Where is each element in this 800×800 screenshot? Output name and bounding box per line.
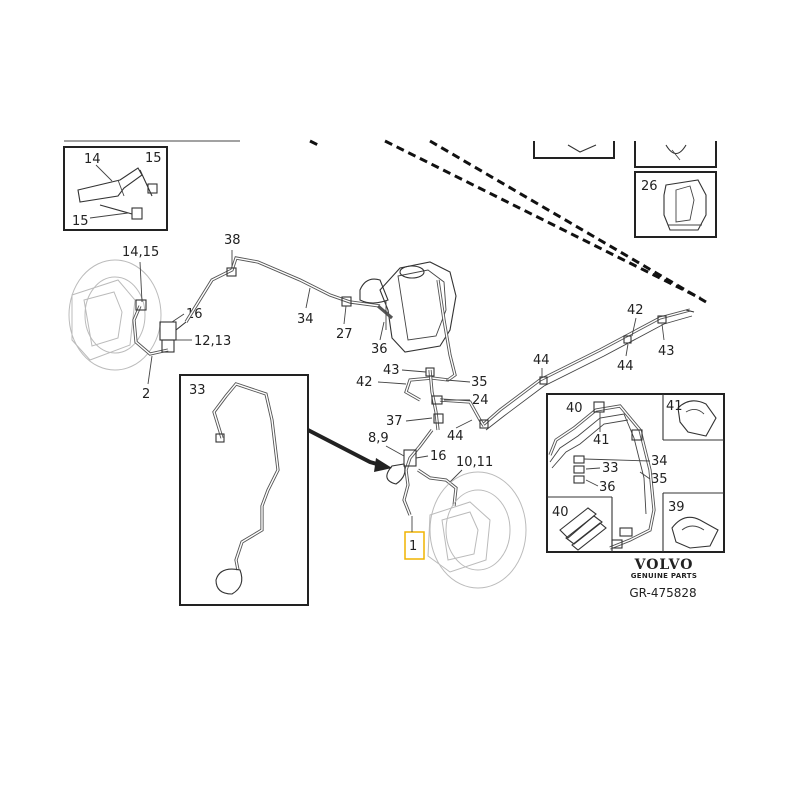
callout-1: 1 [409, 539, 417, 554]
front-right-brake-hose [386, 429, 458, 516]
callout-10-11: 10,11 [456, 455, 493, 470]
callout-39-clip: 39 [668, 500, 685, 515]
callout-40-inset: 40 [566, 401, 583, 416]
callout-40-clip: 40 [552, 505, 569, 520]
front-right-brake-disc [427, 471, 527, 589]
callout-2: 2 [142, 387, 150, 402]
callout-12-13: 12,13 [194, 334, 231, 349]
callout-35-inset: 35 [651, 472, 668, 487]
callout-1-highlight[interactable] [404, 531, 425, 560]
callout-14-15: 14,15 [122, 245, 159, 260]
callout-16-right: 16 [430, 449, 447, 464]
callout-15-bottom: 15 [72, 214, 89, 229]
callout-41-inset: 41 [593, 433, 610, 448]
callout-34-inset: 34 [651, 454, 668, 469]
brand-tagline: GENUINE PARTS [631, 572, 697, 580]
callout-33-inset: 33 [189, 383, 206, 398]
inset-bracket-box [63, 146, 168, 231]
callout-34-pipe: 34 [297, 312, 314, 327]
body-outline-dashed [309, 139, 707, 304]
callout-38: 38 [224, 233, 241, 248]
callout-8-9: 8,9 [368, 431, 389, 446]
callout-36-inset: 36 [599, 480, 616, 495]
rear-brake-pipe-44 [479, 308, 695, 431]
front-left-brake-hose [132, 299, 187, 356]
inset-clip-26-box [634, 171, 717, 238]
callout-27: 27 [336, 327, 353, 342]
brake-pipe-34 [184, 256, 381, 323]
callout-42-rear: 42 [627, 303, 644, 318]
callout-44-rear-a: 44 [533, 353, 550, 368]
callout-36-reservoir: 36 [371, 342, 388, 357]
callout-14-inset: 14 [84, 152, 101, 167]
callout-42-upper: 42 [356, 375, 373, 390]
callout-43-rear: 43 [658, 344, 675, 359]
inset-pipe-33-box [179, 374, 309, 606]
callout-43-upper: 43 [383, 363, 400, 378]
diagram-reference: GR-475828 [629, 586, 696, 600]
callout-15-top: 15 [145, 151, 162, 166]
callout-44-rear-b: 44 [617, 359, 634, 374]
callout-44-junction: 44 [447, 429, 464, 444]
master-cylinder-reservoir [359, 261, 457, 353]
inset-clip-boxes-top [533, 141, 717, 168]
callout-35-upper: 35 [471, 375, 488, 390]
callout-33-right: 33 [602, 461, 619, 476]
callout-41-clip: 41 [666, 399, 683, 414]
callout-37: 37 [386, 414, 403, 429]
callout-26: 26 [641, 179, 658, 194]
brand-logo-text: VOLVO [634, 557, 694, 573]
callout-24: 24 [472, 393, 489, 408]
inset-rear-clips-box [546, 393, 725, 553]
front-left-brake-disc [68, 259, 162, 371]
